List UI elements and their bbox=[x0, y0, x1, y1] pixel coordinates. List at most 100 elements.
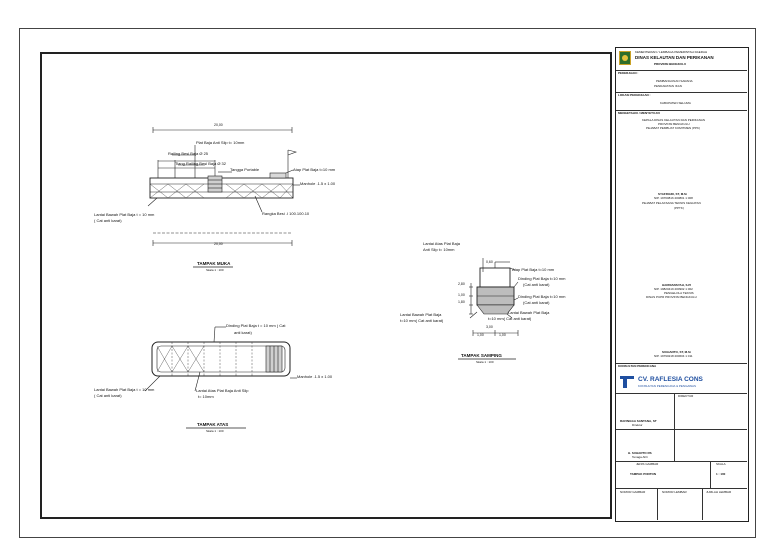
label-dinding-samping-2-note: (Cat anti karat) bbox=[523, 300, 550, 305]
label-lantai-bawah-atas-note: ( Cat anti karat) bbox=[94, 393, 122, 398]
tb-gambar-name: TAMPAK PONTON bbox=[630, 472, 656, 476]
tb-divider bbox=[616, 393, 747, 394]
tb-nama-2: HARDIANSYAH, S.Pi bbox=[662, 283, 692, 287]
tb-nip-1: NIP. 19760816 200801 1 008 bbox=[654, 196, 693, 200]
tb-nama-3: SUGIANTO, ST, M.Si bbox=[662, 350, 691, 354]
tb-company: CV. RAFLESIA CONS bbox=[638, 376, 703, 383]
tb-divider bbox=[616, 363, 747, 364]
tb-jenis-gambar: JENIS GAMBAR bbox=[636, 462, 659, 466]
label-lantai-bawah-samping-left: Lantai Bawah Plat Baja bbox=[400, 312, 442, 317]
dim-samping-w1: 1,00 bbox=[477, 333, 484, 337]
tb-section-lokasi: LOKASI PEKERJAAN : bbox=[618, 93, 651, 97]
tb-nip-2: NIP. 19820419 200902 1 002 bbox=[654, 287, 693, 291]
label-atap-plat-baja: Atap Plat Baja t=10 mm bbox=[293, 167, 336, 172]
tb-company-sub: KONSULTAN PERENCANA & PENGAWAS bbox=[638, 384, 697, 388]
label-dinding-samping-1-note: (Cat anti karat) bbox=[523, 282, 550, 287]
tb-director-role: Direktur bbox=[632, 423, 643, 427]
label-atap-plat-samping: Atap Plat Baja t=10 mm bbox=[512, 267, 555, 272]
tb-nama-1: SYAFRIADI, ST, M.Si bbox=[658, 192, 687, 196]
label-tiang-railing: Tiang Railing Besi Baja Ø 32 bbox=[175, 161, 226, 166]
label-dinding-samping-1: Dinding Plat Baja t=10 mm bbox=[518, 276, 566, 281]
tb-province: PROVINSI BENGKULU bbox=[654, 62, 687, 66]
tampak-samping-drawing bbox=[458, 258, 519, 360]
label-lantai-atas-samping-note: Anti Slip t= 10mm bbox=[423, 247, 455, 252]
scale-tampak-atas: Skala 1 : 100 bbox=[206, 429, 224, 433]
tb-divider bbox=[616, 110, 747, 111]
tampak-muka-drawing bbox=[147, 127, 300, 268]
label-railing-besi: Railing Besi Baja Ø 25 bbox=[168, 151, 209, 156]
company-logo-icon bbox=[620, 376, 634, 388]
label-rangka-besi: Rangka Besi .I 100.100.10 bbox=[262, 211, 310, 216]
label-tangga-portable: Tangga Portable bbox=[230, 167, 260, 172]
label-dinding-samping-2: Dinding Plat Baja t=10 mm bbox=[518, 294, 566, 299]
scale-tampak-muka: Skala 1 : 100 bbox=[206, 268, 224, 272]
label-lantai-atas: Lantai Atas Plat Baja Anti Slip bbox=[196, 388, 249, 393]
tb-skala-label: SKALA bbox=[716, 462, 726, 466]
label-dinding-atas-note: anti karat) bbox=[234, 330, 252, 335]
tb-kepala-3: PEJABAT PEMBUAT KOMITMEN (PPK) bbox=[646, 126, 700, 130]
tb-jml-lembar: JUMLAH LEMBAR bbox=[706, 490, 732, 494]
tb-col-divider bbox=[657, 488, 658, 520]
tb-col-divider bbox=[702, 488, 703, 520]
label-plat-baja-anti-slip: Plat Baja Anti Slip t= 10mm bbox=[196, 140, 245, 145]
tb-agency: DINAS KELAUTAN DAN PERIKANAN bbox=[635, 55, 714, 60]
tb-divider bbox=[616, 461, 747, 462]
tb-pekerjaan-1: PEMBANGUNAN SARANA bbox=[656, 79, 693, 83]
government-seal-icon bbox=[619, 51, 631, 65]
tb-pengelola-2: DINAS PUPR PROVINSI BENGKULU bbox=[646, 295, 697, 299]
tb-pptk-1: PEJABAT PELAKSANA TEKNIS KEGIATAN bbox=[642, 201, 701, 205]
tb-col-divider bbox=[674, 393, 675, 461]
tb-no-gambar: NOMOR GAMBAR bbox=[620, 490, 646, 494]
title-block: KEMENTERIAN / LEMBAGA PEMERINTAH DAERAH … bbox=[615, 47, 749, 522]
tb-col-divider bbox=[710, 461, 711, 488]
scale-tampak-samping: Skala 1 : 100 bbox=[476, 360, 494, 364]
label-lantai-atas-note: t= 10mm bbox=[198, 394, 214, 399]
label-lantai-bawah-atas: Lantai Bawah Plat Baja t = 10 mm bbox=[94, 387, 155, 392]
tb-divider bbox=[616, 70, 747, 71]
dim-bottom-length: 20,00 bbox=[214, 242, 223, 246]
drawing-frame bbox=[40, 52, 612, 519]
dim-samping-top: 0,60 bbox=[486, 260, 493, 264]
label-lantai-atas-samping: Lantai Atas Plat Baja bbox=[423, 241, 460, 246]
dim-samping-w2: 1,00 bbox=[499, 333, 506, 337]
tb-director-name: RAFINGGA SANTANA, ST bbox=[620, 419, 657, 423]
dim-samping-h2: 1,00 bbox=[458, 293, 465, 297]
tb-kepala-1: KEPALA DINAS KELAUTAN DAN PERIKANAN bbox=[642, 118, 706, 122]
drawing-sheet-border bbox=[19, 28, 756, 538]
title-tampak-samping: TAMPAK SAMPING bbox=[461, 353, 502, 358]
tb-section-pekerjaan: PEKERJAAN : bbox=[618, 71, 639, 75]
tb-kepala-2: PROVINSI BENGKULU bbox=[658, 122, 690, 126]
label-lantai-bawah-muka-note: ( Cat anti karat) bbox=[94, 218, 122, 223]
tb-divider bbox=[616, 488, 747, 489]
label-manhole: Manhole .1.5 x 1.00 bbox=[300, 181, 336, 186]
tb-lokasi: KABUPATEN SELUMA bbox=[660, 101, 691, 105]
tb-drafter-name: H. SUHARTO RS bbox=[628, 451, 652, 455]
tb-ministry: KEMENTERIAN / LEMBAGA PEMERINTAH DAERAH bbox=[635, 50, 708, 54]
tb-pengelola-1: PENGELOLA TEKNIS bbox=[664, 291, 694, 295]
title-tampak-muka: TAMPAK MUKA bbox=[197, 261, 231, 266]
label-lantai-bawah-samping-right-note: t=10 mm( Cat anti karat) bbox=[488, 316, 532, 321]
dim-samping-width: 3,00 bbox=[486, 325, 493, 329]
tb-nip-3: NIP. 19790218 200604 1 011 bbox=[654, 354, 693, 358]
label-dinding-atas: Dinding Plat Baja t = 10 mm ( Cat bbox=[226, 323, 286, 328]
tb-section-konsultan: KONSULTAN PERENCANA bbox=[618, 364, 657, 368]
dim-samping-h1: 2,80 bbox=[458, 282, 465, 286]
tb-pekerjaan-2: PENDARATAN IKAN bbox=[654, 84, 682, 88]
label-lantai-bawah-samping-left-note: t=10 mm( Cat anti karat) bbox=[400, 318, 444, 323]
dim-top-length: 20,00 bbox=[214, 123, 223, 127]
tb-divider bbox=[616, 429, 747, 430]
tb-section-mengetahui: MENGETAHUI / MENYETUJUI bbox=[618, 111, 660, 115]
label-manhole-atas: Manhole .1.5 x 1.00 bbox=[297, 374, 333, 379]
tb-no-lembar: NOMOR LEMBAR bbox=[662, 490, 687, 494]
title-tampak-atas: TAMPAK ATAS bbox=[197, 422, 229, 427]
label-lantai-bawah-muka: Lantai Bawah Plat Baja t = 10 mm bbox=[94, 212, 155, 217]
label-lantai-bawah-samping-right: Lantai Bawah Plat Baja bbox=[508, 310, 550, 315]
tb-divider bbox=[616, 92, 747, 93]
tb-drafter-role: Tenaga Ahli bbox=[632, 455, 648, 459]
tb-pptk-2: (PPTK) bbox=[674, 206, 684, 210]
dim-samping-h3: 1,80 bbox=[458, 300, 465, 304]
tb-skala-value: 1 : 100 bbox=[716, 472, 726, 476]
tampak-atas-drawing bbox=[144, 326, 297, 429]
tb-director-label: DIREKTUR bbox=[678, 394, 694, 398]
